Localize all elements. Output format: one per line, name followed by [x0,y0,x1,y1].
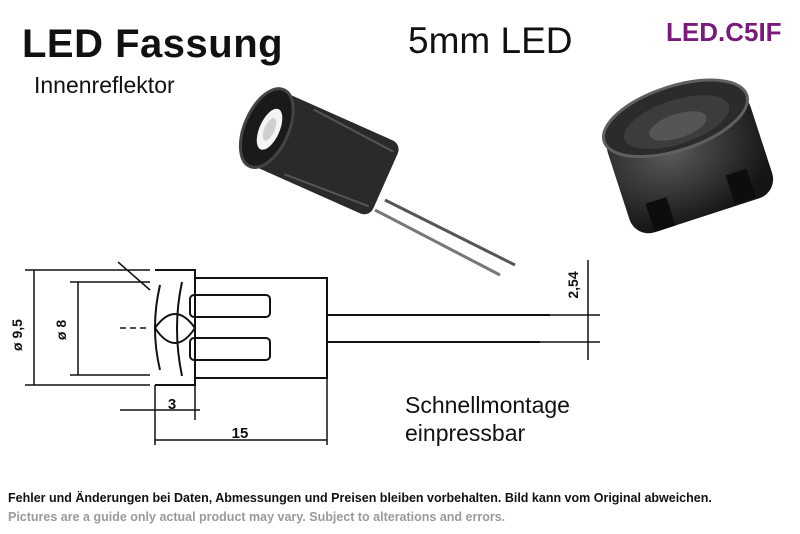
dim-length: 15 [232,425,249,442]
mounting-line-2: einpressbar [405,420,526,446]
lead-wire [374,208,501,277]
size-label: 5mm LED [408,20,573,61]
product-code: LED.C5IF [666,17,782,47]
product-subtitle: Innenreflektor [34,72,175,98]
dim-collar: 3 [168,396,176,413]
dim-outer-diameter: ø 9,5 [9,319,25,351]
product-title: LED Fassung [22,22,284,66]
holder-photo-side [238,87,516,277]
dim-lead-pitch: 2,54 [565,271,581,298]
lead-wire [384,198,516,267]
drawing-geometry [25,260,600,445]
mounting-line-1: Schnellmontage [405,392,570,418]
technical-drawing: ø 9,5 ø 8 2,54 3 15 [9,260,600,445]
disclaimer-english: Pictures are a guide only actual product… [8,510,506,524]
dim-inner-diameter: ø 8 [53,320,69,340]
disclaimer-german: Fehler und Änderungen bei Daten, Abmessu… [8,491,712,505]
holder-photo-front [601,78,774,234]
